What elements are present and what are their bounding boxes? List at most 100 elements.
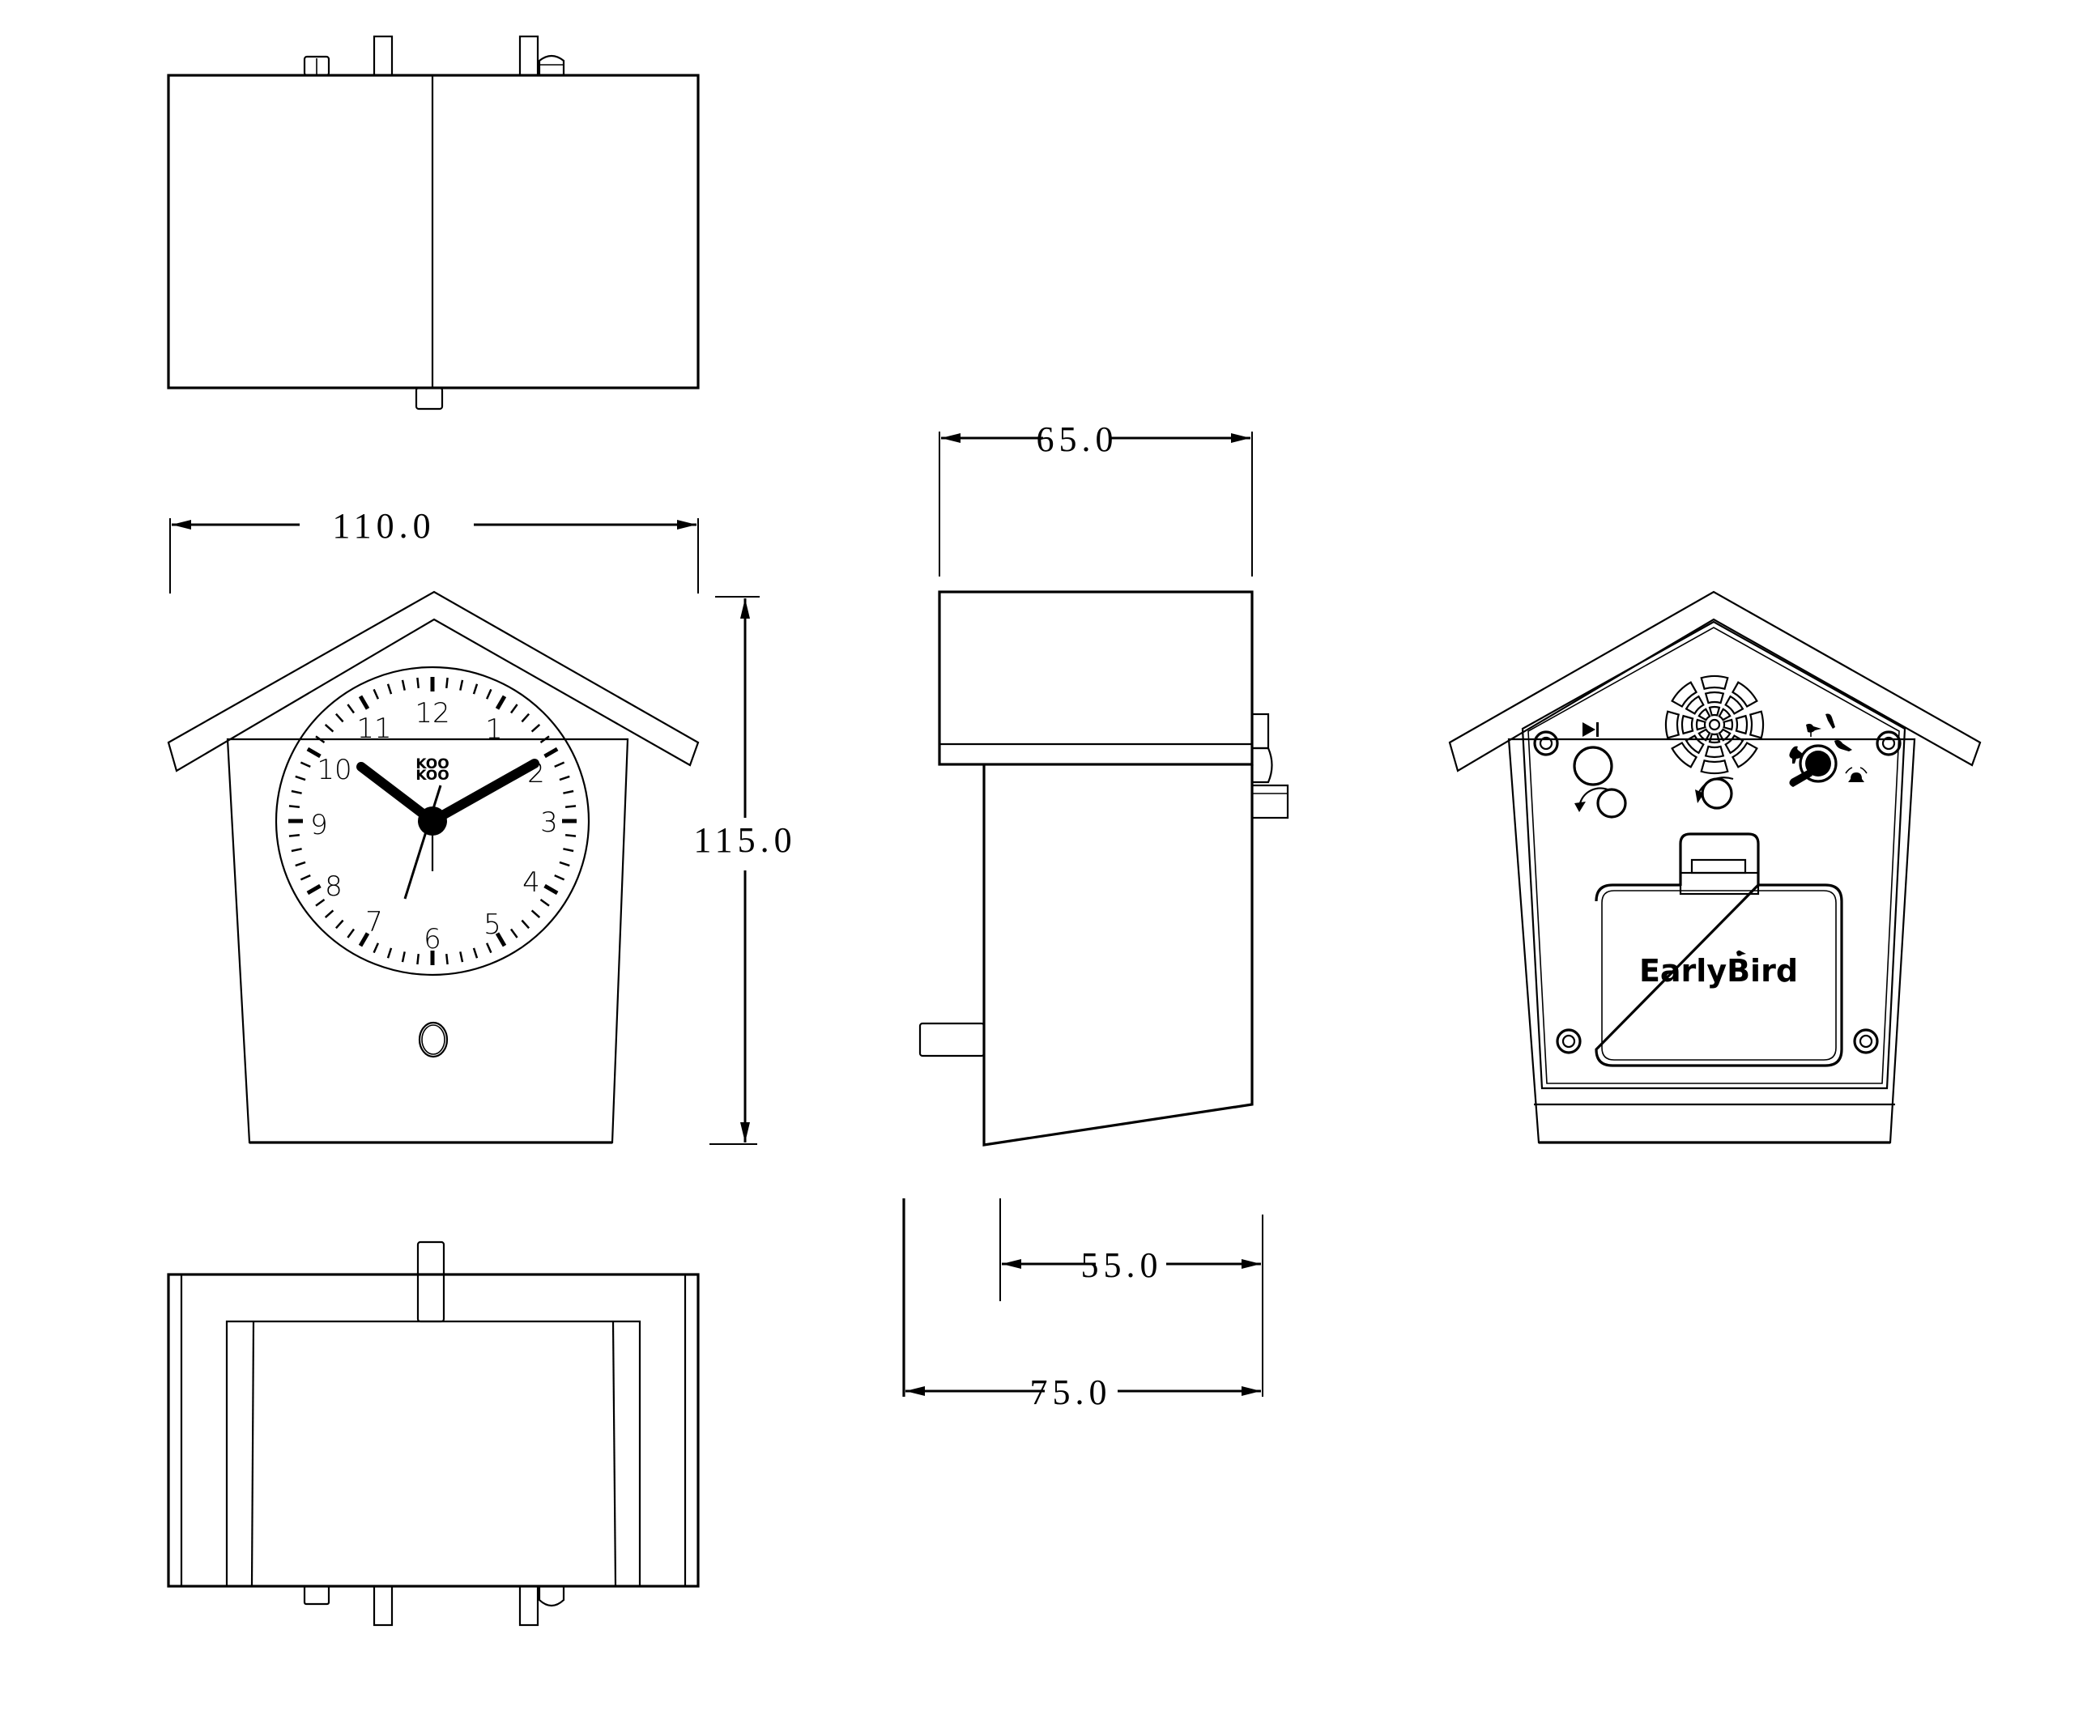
tick-mark bbox=[559, 861, 570, 867]
top-view bbox=[167, 35, 700, 411]
grille-slot bbox=[1731, 741, 1758, 768]
numeral-8: 8 bbox=[325, 870, 343, 903]
tick-mark bbox=[300, 874, 311, 881]
tick-mark bbox=[295, 775, 306, 781]
tick-mark bbox=[459, 951, 464, 963]
tick-mark bbox=[291, 848, 302, 853]
tick-mark bbox=[472, 947, 479, 959]
screw-top-right bbox=[1876, 730, 1902, 756]
minute-hand bbox=[428, 759, 539, 826]
volume-knob-left[interactable] bbox=[1574, 787, 1627, 819]
brand-logo-line1: KOO bbox=[415, 756, 449, 772]
tick-mark bbox=[459, 679, 464, 691]
bell-icon bbox=[1845, 767, 1868, 782]
dimension-depth-overall: 75.0 bbox=[902, 1198, 1261, 1412]
bottom-view bbox=[167, 1240, 700, 1627]
grille-slot bbox=[1723, 718, 1734, 731]
tick-mark bbox=[416, 953, 420, 965]
grille-slot bbox=[1724, 734, 1744, 755]
grille-slot bbox=[1735, 714, 1749, 735]
tick-mark bbox=[563, 848, 574, 853]
tick-mark bbox=[539, 735, 550, 744]
tick-mark bbox=[300, 761, 311, 768]
back-view: EarlyBird bbox=[1448, 590, 1982, 1144]
grille-slot bbox=[1704, 745, 1725, 759]
numeral-10: 10 bbox=[317, 754, 351, 786]
dimension-label-height: 115.0 bbox=[693, 820, 796, 860]
battery-cover[interactable]: EarlyBird bbox=[1595, 832, 1843, 1067]
side-view bbox=[918, 590, 1289, 1147]
front-view: 12 1 2 3 4 5 6 7 8 9 10 11 KOO KOO bbox=[167, 590, 700, 1144]
grille-slot bbox=[1700, 759, 1729, 775]
numeral-4: 4 bbox=[522, 866, 540, 899]
tick-mark bbox=[472, 683, 479, 695]
tick-mark bbox=[358, 695, 370, 710]
second-hand bbox=[403, 785, 442, 900]
grille-slot bbox=[1708, 705, 1721, 717]
grille-slot bbox=[1697, 728, 1711, 742]
tick-mark bbox=[306, 883, 322, 896]
minute-ticks bbox=[288, 677, 577, 965]
play-skip-icon bbox=[1582, 722, 1595, 737]
numeral-11: 11 bbox=[356, 713, 391, 745]
dimension-width: 110.0 bbox=[169, 506, 699, 594]
grille-slot bbox=[1695, 718, 1706, 731]
grille-slot bbox=[1700, 674, 1729, 691]
grille-slot bbox=[1708, 733, 1721, 744]
tick-mark bbox=[445, 677, 449, 689]
tick-mark bbox=[315, 898, 326, 907]
tick-mark bbox=[543, 883, 559, 896]
dimension-label-depth-top: 65.0 bbox=[1037, 419, 1118, 459]
dimension-height: 115.0 bbox=[693, 596, 796, 1145]
numeral-12: 12 bbox=[415, 697, 449, 730]
grille-slot bbox=[1704, 691, 1725, 704]
numeral-6: 6 bbox=[424, 923, 441, 955]
sound-selector-switch[interactable] bbox=[1789, 713, 1868, 788]
play-next-button[interactable] bbox=[1573, 722, 1613, 786]
tick-mark bbox=[554, 761, 565, 768]
grille-slot bbox=[1697, 708, 1711, 721]
screw-bottom-left bbox=[1556, 1028, 1582, 1054]
dimension-label-depth-overall: 75.0 bbox=[1030, 1372, 1112, 1412]
grille-slot bbox=[1671, 681, 1698, 708]
tick-mark bbox=[495, 695, 507, 710]
tick-mark bbox=[543, 747, 559, 759]
tick-mark bbox=[495, 932, 507, 947]
speaker-grille bbox=[1664, 674, 1765, 775]
numeral-1: 1 bbox=[485, 713, 503, 746]
tick-mark bbox=[564, 834, 577, 837]
grille-slot bbox=[1718, 728, 1732, 742]
songbird-icon bbox=[1806, 723, 1821, 737]
grille-slot bbox=[1664, 710, 1680, 739]
tick-mark bbox=[373, 688, 380, 700]
grille-slot bbox=[1724, 695, 1744, 715]
grille-slot bbox=[1749, 710, 1765, 739]
tick-mark bbox=[288, 834, 300, 837]
numeral-9: 9 bbox=[310, 809, 328, 841]
dimension-depth-top: 65.0 bbox=[939, 419, 1253, 577]
tick-mark bbox=[295, 861, 306, 867]
tick-mark bbox=[401, 679, 406, 691]
grille-slot bbox=[1718, 708, 1732, 721]
tick-mark bbox=[386, 683, 393, 695]
volume-knob-right[interactable] bbox=[1695, 777, 1734, 810]
numeral-3: 3 bbox=[540, 806, 558, 839]
tick-mark bbox=[521, 713, 530, 723]
tick-mark bbox=[485, 942, 492, 954]
tick-mark bbox=[445, 953, 449, 965]
screw-bottom-right bbox=[1853, 1028, 1879, 1054]
brand-label: EarlyBird bbox=[1639, 953, 1798, 989]
tick-mark bbox=[539, 898, 550, 907]
tick-mark bbox=[347, 704, 356, 714]
tick-mark bbox=[291, 789, 302, 794]
tick-mark bbox=[347, 928, 356, 938]
hour-hand bbox=[356, 762, 437, 826]
tick-mark bbox=[509, 928, 518, 938]
crow-icon bbox=[1834, 740, 1852, 751]
light-button bbox=[418, 1021, 449, 1058]
tick-mark bbox=[386, 947, 393, 959]
grille-slot bbox=[1680, 714, 1694, 735]
tick-mark bbox=[401, 951, 406, 963]
tick-mark bbox=[485, 688, 492, 700]
